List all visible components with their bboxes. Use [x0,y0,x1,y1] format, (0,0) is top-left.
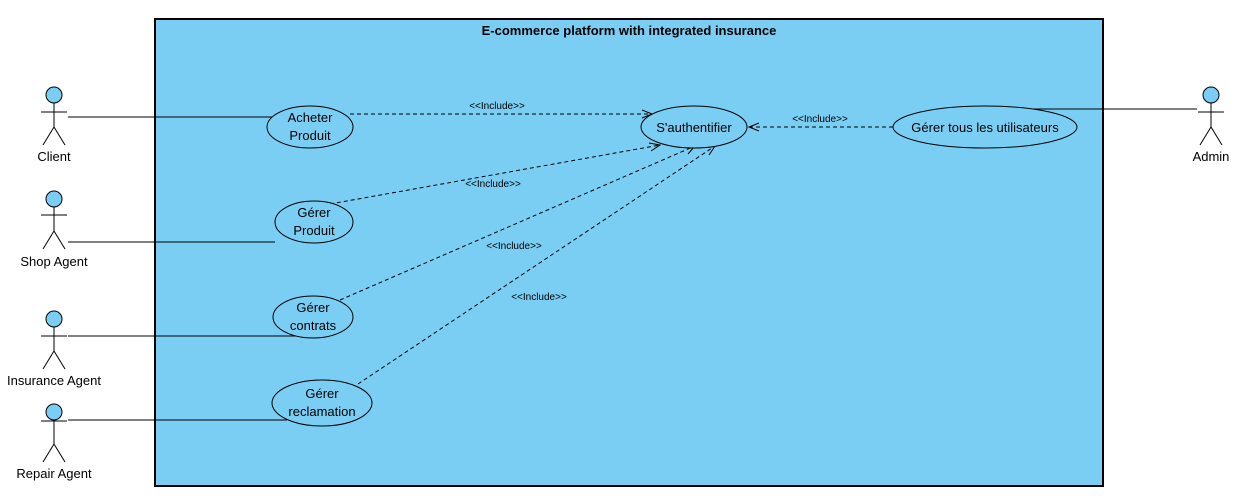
actor-head-icon [45,403,63,421]
actor-repair-agent[interactable]: Repair Agent [16,403,92,481]
include-label-gerer-utilisateurs: <<Include>> [792,114,848,125]
use-case-label-line-1: Gérer [297,205,331,220]
actor-body-icon [41,420,67,463]
use-case-gerer-utilisateurs[interactable]: Gérer tous les utilisateurs [892,105,1078,149]
actor-label: Client [37,149,71,164]
actor-head-icon [45,310,63,328]
use-case-label-line-1: Gérer [305,386,339,401]
use-case-ellipse [892,105,1078,149]
actor-head-icon [45,86,63,104]
actor-body-icon [41,327,67,370]
use-case-gerer-produit[interactable]: Gérer Produit [274,200,354,244]
use-case-ellipse [266,105,354,149]
use-case-label-line-1: Gérer [296,300,330,315]
include-line-gerer-reclamation [357,145,716,385]
use-case-acheter-produit[interactable]: Acheter Produit [266,105,354,149]
actor-client[interactable]: Client [37,86,71,164]
use-case-label-line-1: Acheter [288,110,333,125]
include-label-gerer-reclamation: <<Include>> [511,292,567,303]
actor-admin[interactable]: Admin [1193,86,1230,164]
use-case-label-line-2: Produit [293,223,335,238]
use-case-ellipse [640,105,748,149]
include-lines [329,109,893,385]
actor-label: Repair Agent [16,466,92,481]
use-case-label-line-2: Produit [289,128,331,143]
association-lines [68,108,1197,421]
use-case-ellipse [271,379,373,427]
actor-label: Insurance Agent [7,373,101,388]
use-case-label-line-2: contrats [290,318,337,333]
use-case-gerer-reclamation[interactable]: Gérer reclamation [271,379,373,427]
actor-shop-agent[interactable]: Shop Agent [20,190,88,269]
actor-body-icon [1198,103,1224,146]
include-label-gerer-contrats: <<Include>> [486,241,542,252]
use-case-authentifier[interactable]: S'authentifier [640,105,748,149]
use-case-ellipse [274,200,354,244]
use-case-gerer-contrats[interactable]: Gérer contrats [272,295,354,339]
use-case-label-line-2: reclamation [288,404,355,419]
actor-insurance-agent[interactable]: Insurance Agent [7,310,101,388]
actor-head-icon [45,190,63,208]
use-case-label: S'authentifier [656,120,732,135]
include-arrowhead-gerer-utilisateurs [747,122,760,132]
include-label-acheter: <<Include>> [469,101,525,112]
include-label-gerer-produit: <<Include>> [465,179,521,190]
include-arrowhead-gerer-produit [648,142,662,152]
include-line-gerer-contrats [339,145,696,301]
actor-label: Admin [1193,149,1230,164]
actor-head-icon [1202,86,1220,104]
actor-label: Shop Agent [20,254,88,269]
actor-body-icon [41,207,67,250]
use-case-ellipse [272,295,354,339]
system-title: E-commerce platform with integrated insu… [482,23,777,38]
actor-body-icon [41,103,67,146]
use-case-label: Gérer tous les utilisateurs [911,120,1059,135]
